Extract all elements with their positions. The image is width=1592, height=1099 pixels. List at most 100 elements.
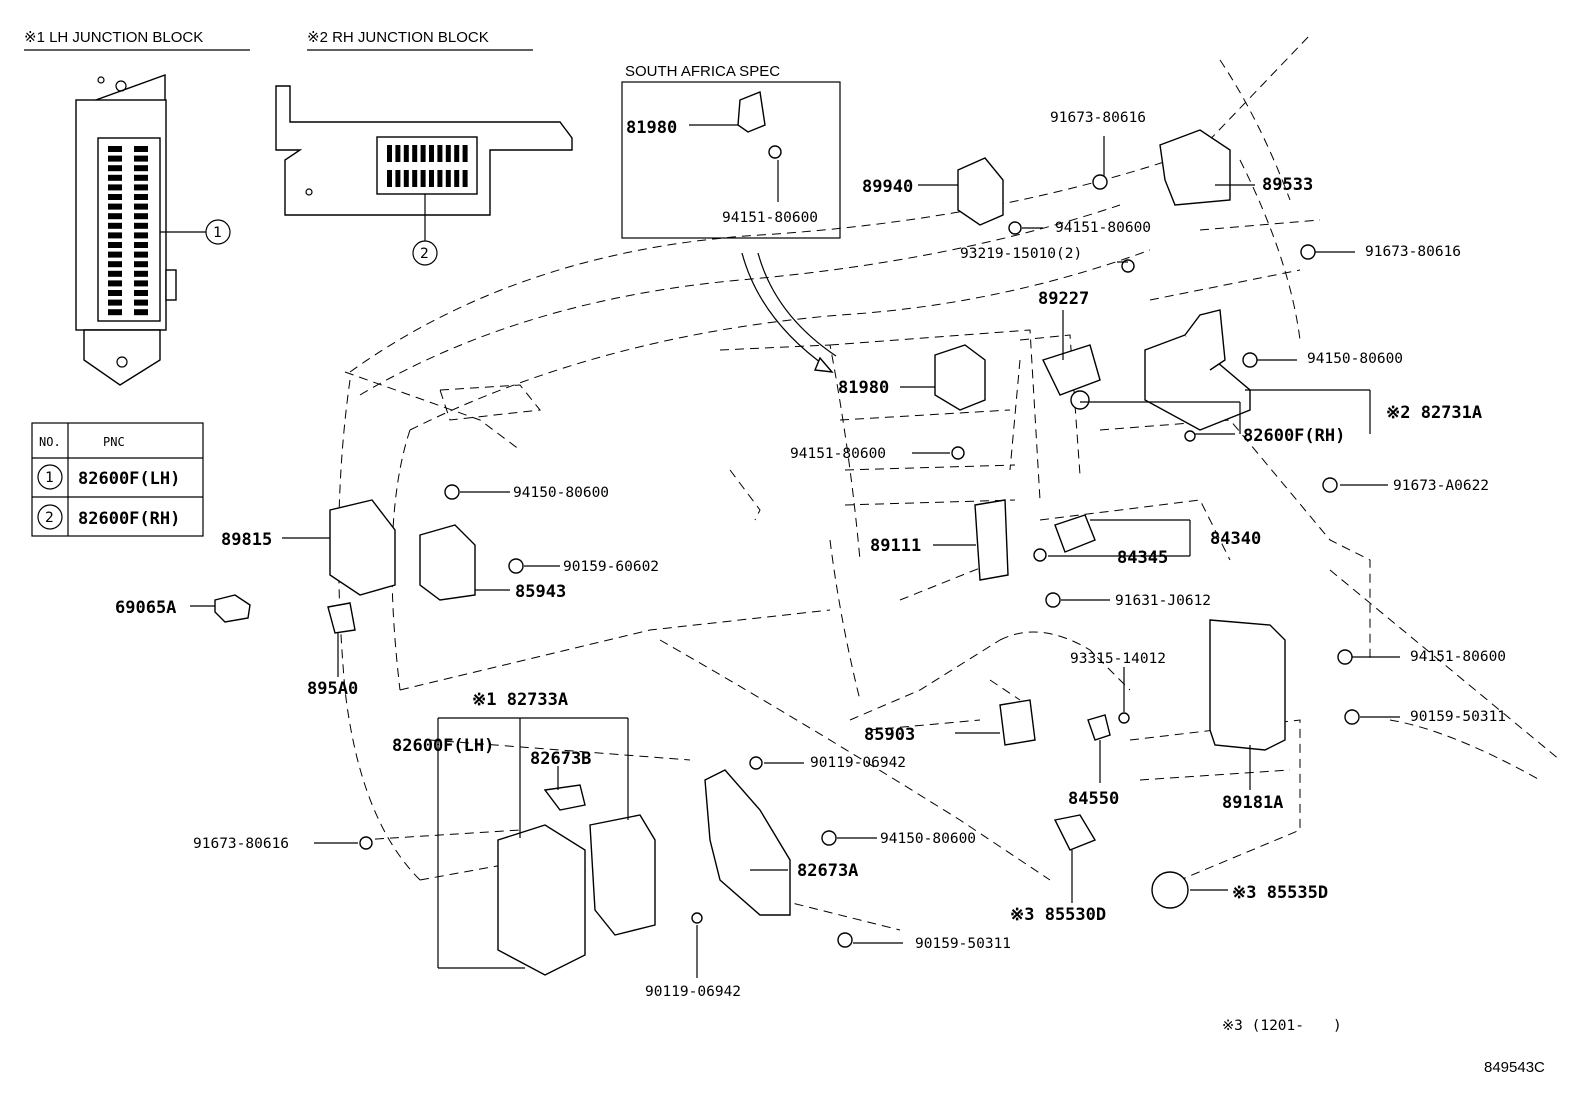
part-94151-80600-top: 94151-80600: [1055, 220, 1151, 236]
rh-connector-slot: [395, 170, 401, 187]
part-94151-80600-mid: 94151-80600: [790, 446, 886, 462]
part-90159-50311-right: 90159-50311: [1410, 709, 1506, 725]
part-90159-60602: 90159-60602: [563, 559, 659, 575]
part-82600F-RH: 82600F(RH): [1243, 426, 1345, 446]
lh-connector-slot: [108, 155, 122, 162]
lh-connector-slot: [134, 165, 148, 172]
rh-junction-block-header: ※2 RH JUNCTION BLOCK: [307, 29, 489, 46]
part-90159-50311-low: 90159-50311: [915, 936, 1011, 952]
lh-connector-slot: [108, 280, 122, 287]
lh-connector-slot: [134, 155, 148, 162]
lh-connector-slot: [108, 242, 122, 248]
part-82673A: 82673A: [797, 861, 858, 881]
part-89940: 89940: [862, 177, 913, 197]
lh-connector-slot: [108, 222, 122, 229]
part-91673-80616-right: 91673-80616: [1365, 244, 1461, 260]
part-69065A: 69065A: [115, 598, 176, 618]
part-90119-06942-top: 90119-06942: [810, 755, 906, 771]
part-85535D: ※3 85535D: [1232, 883, 1328, 903]
rh-junction-block-drawing: [275, 85, 573, 216]
part-84340: 84340: [1210, 529, 1261, 549]
dashboard-outline: [338, 34, 1561, 931]
lh-connector-slot: [108, 184, 122, 191]
part-89815: 89815: [221, 530, 272, 550]
part-94151-80600-low: 94151-80600: [1410, 649, 1506, 665]
lh-connector-slot: [108, 213, 122, 220]
part-94150-80600-right: 94150-80600: [1307, 351, 1403, 367]
part-94151-80600-inset: 94151-80600: [722, 210, 818, 226]
rh-connector-slot: [420, 170, 426, 187]
lh-connector-slot: [134, 270, 148, 277]
part-89227: 89227: [1038, 289, 1089, 309]
rh-connector-slot: [403, 145, 409, 162]
rh-connector-slot: [395, 145, 401, 162]
rh-connector-slot: [429, 145, 434, 162]
lh-connector-slot: [134, 174, 148, 181]
lh-connector-slot: [134, 194, 148, 200]
lh-connector-slot: [108, 290, 122, 296]
part-82731A: ※2 82731A: [1386, 403, 1482, 423]
lh-connector-slot: [108, 165, 122, 172]
lh-connector-slot: [134, 222, 148, 229]
lh-junction-block-header: ※1 LH JUNCTION BLOCK: [24, 29, 203, 46]
part-81980-inset: 81980: [626, 118, 677, 138]
part-84345: 84345: [1117, 548, 1168, 568]
part-91673-80616-low: 91673-80616: [193, 836, 289, 852]
part-81980: 81980: [838, 378, 889, 398]
lh-connector-slot: [134, 251, 148, 258]
part-91673-80616-top: 91673-80616: [1050, 110, 1146, 126]
lh-connector-slot: [134, 290, 148, 296]
table-row-1-no: 1: [45, 470, 54, 486]
part-94150-80600-low: 94150-80600: [880, 831, 976, 847]
lh-connector-slot: [134, 309, 148, 316]
lh-connector-slot: [134, 242, 148, 248]
lh-connector-slot: [134, 280, 148, 287]
lh-connector-slot: [134, 184, 148, 191]
rh-connector-slot: [429, 170, 434, 187]
table-row-2-pnc: 82600F(RH): [78, 509, 180, 529]
rh-connector-slot: [437, 145, 443, 162]
callout-1: 1: [213, 225, 222, 241]
components: [214, 129, 1360, 976]
rh-connector-slot: [445, 145, 451, 162]
lh-junction-block-drawing: [75, 74, 177, 386]
part-82600F-LH: 82600F(LH): [392, 736, 494, 756]
part-895A0: 895A0: [307, 679, 358, 699]
lh-connector-slot: [108, 203, 122, 210]
part-93219-15010: 93219-15010(2): [960, 246, 1082, 262]
part-90119-06942-low: 90119-06942: [645, 984, 741, 1000]
rh-connector-slot: [454, 170, 460, 187]
part-85903: 85903: [864, 725, 915, 745]
lh-connector-slot: [134, 213, 148, 220]
part-91631-J0612: 91631-J0612: [1115, 593, 1211, 609]
rh-connector-slot: [387, 145, 392, 162]
footnote: ※3 (1201- ): [1222, 1018, 1342, 1034]
lh-connector-slot: [108, 270, 122, 277]
figure-code: 849543C: [1484, 1059, 1545, 1076]
part-84550: 84550: [1068, 789, 1119, 809]
rh-connector-slot: [437, 170, 443, 187]
lh-connector-slot: [134, 203, 148, 210]
rh-connector-slot: [420, 145, 426, 162]
callout-2: 2: [420, 246, 429, 262]
lh-connector-slot: [134, 299, 148, 306]
part-85943: 85943: [515, 582, 566, 602]
rh-connector-slot: [462, 170, 468, 187]
lh-connector-slot: [134, 146, 148, 152]
part-89533: 89533: [1262, 175, 1313, 195]
lh-connector-slot: [108, 194, 122, 200]
rh-connector-slot: [445, 170, 451, 187]
rh-connector-slot: [454, 145, 460, 162]
table-row-2-no: 2: [45, 510, 54, 526]
lh-connector-slot: [108, 251, 122, 258]
lh-connector-slot: [108, 299, 122, 306]
part-85530D: ※3 85530D: [1010, 905, 1106, 925]
part-labels: 89940 91673-80616 94151-80600 89533 9321…: [115, 110, 1506, 1000]
leader-lines: [190, 136, 1400, 978]
lh-connector-slot: [108, 309, 122, 316]
part-89181A: 89181A: [1222, 793, 1283, 813]
lh-connector-slot: [108, 232, 122, 239]
table-row-1-pnc: 82600F(LH): [78, 469, 180, 489]
rh-connector-slot: [403, 170, 409, 187]
